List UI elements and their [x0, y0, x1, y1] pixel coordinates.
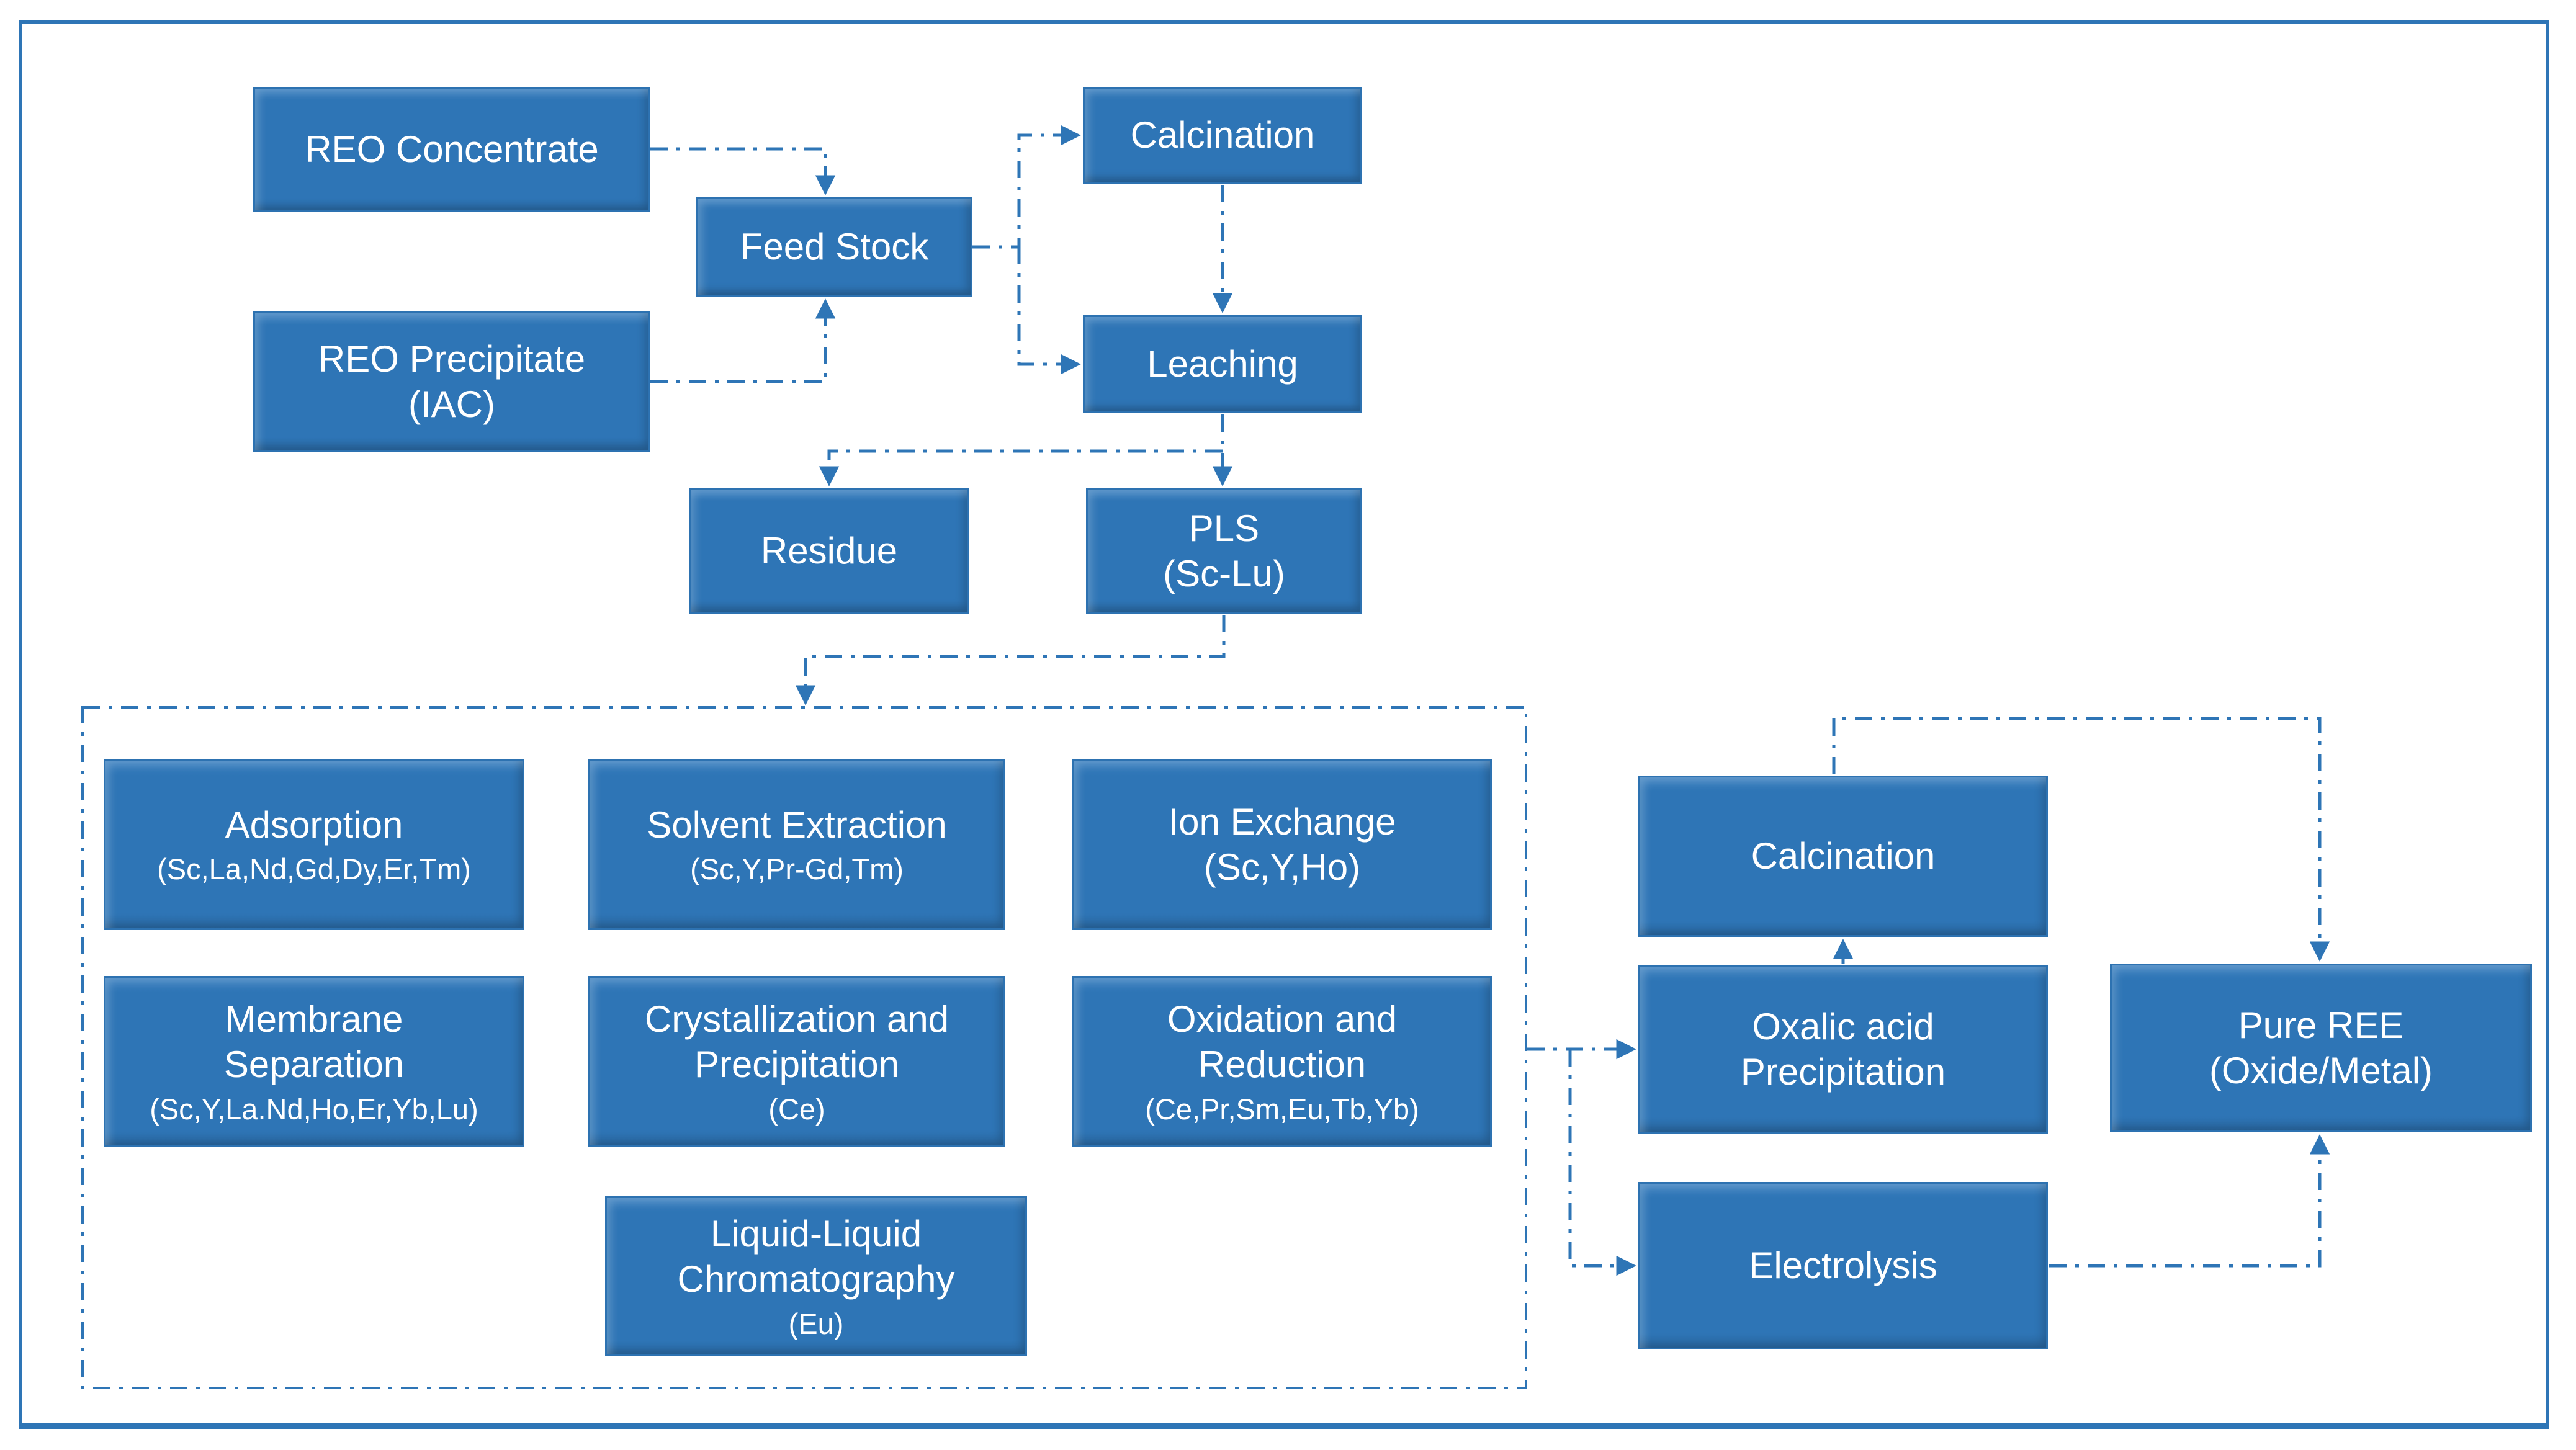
node-label: REO Concentrate [305, 128, 599, 171]
connector-reo-precipitate-to-feed-stock [650, 298, 836, 383]
node-label2: Separation [223, 1044, 405, 1086]
node-oxalic-acid-precipitation: Oxalic acid Precipitation [1638, 965, 2048, 1134]
node-label: Feed Stock [740, 226, 929, 268]
connector-pls-to-separation-group [795, 615, 1226, 705]
node-pure-ree: Pure REE (Oxide/Metal) [2110, 964, 2532, 1132]
node-solvent-extraction: Solvent Extraction (Sc,Y,Pr-Gd,Tm) [588, 759, 1005, 930]
node-label2: (Sc-Lu) [1163, 553, 1285, 594]
node-label2: Chromatography [677, 1258, 955, 1300]
connector-calcination-to-pure-ree [1832, 717, 2330, 962]
node-label: Crystallization and [644, 998, 949, 1041]
separation-methods-group [81, 706, 1527, 1389]
node-label: Residue [760, 530, 898, 572]
node-label: Liquid-Liquid [710, 1213, 922, 1255]
node-reo-concentrate: REO Concentrate [253, 87, 650, 212]
node-label: Calcination [1751, 835, 1936, 877]
node-label2: Reduction [1198, 1044, 1367, 1086]
node-label: Oxalic acid [1752, 1005, 1934, 1047]
node-liquid-liquid-chromatography: Liquid-Liquid Chromatography (Eu) [605, 1196, 1027, 1356]
node-label2: (IAC) [408, 383, 495, 425]
node-adsorption: Adsorption (Sc,La,Nd,Gd,Dy,Er,Tm) [104, 759, 524, 930]
node-calcination-final: Calcination [1638, 776, 2048, 937]
node-oxidation-reduction: Oxidation and Reduction (Ce,Pr,Sm,Eu,Tb,… [1072, 976, 1492, 1147]
node-residue: Residue [689, 488, 969, 614]
node-calcination: Calcination [1083, 87, 1362, 184]
node-feed-stock: Feed Stock [696, 197, 972, 297]
node-label: REO Precipitate [318, 338, 586, 380]
node-label: Adsorption [225, 803, 403, 846]
node-label: Calcination [1130, 114, 1315, 156]
connector-electrolysis-to-pure-ree [2049, 1134, 2330, 1268]
node-label: Solvent Extraction [647, 803, 947, 846]
node-label2: Precipitation [1740, 1051, 1946, 1093]
node-label: PLS [1188, 507, 1260, 549]
node-elements: (Eu) [788, 1307, 844, 1340]
connector-group-to-electrolysis [1568, 1049, 1636, 1276]
page-border [19, 20, 2549, 1429]
node-label: Membrane [225, 998, 403, 1041]
node-membrane-separation: Membrane Separation (Sc,Y,La.Nd,Ho,Er,Yb… [104, 976, 524, 1147]
node-label: Pure REE [2238, 1004, 2404, 1046]
node-ion-exchange: Ion Exchange (Sc,Y,Ho) [1072, 759, 1492, 930]
node-elements: (Sc,Y,Pr-Gd,Tm) [690, 852, 904, 885]
node-label: Ion Exchange [1168, 800, 1396, 843]
node-label: Leaching [1147, 343, 1298, 385]
node-label2: Precipitation [694, 1044, 900, 1086]
node-label2: (Sc,Y,Ho) [1203, 846, 1361, 888]
node-elements: (Ce) [768, 1092, 825, 1126]
node-leaching: Leaching [1083, 315, 1362, 413]
node-pls: PLS (Sc-Lu) [1086, 488, 1362, 614]
node-elements: (Sc,Y,La.Nd,Ho,Er,Yb,Lu) [150, 1092, 478, 1126]
node-label: Oxidation and [1167, 998, 1398, 1041]
node-reo-precipitate: REO Precipitate (IAC) [253, 311, 650, 452]
node-label: Electrolysis [1749, 1245, 1937, 1287]
connector-leaching-to-residue [819, 449, 1223, 486]
connector-feed-stock-to-leaching [1017, 247, 1081, 375]
node-elements: (Sc,La,Nd,Gd,Dy,Er,Tm) [157, 852, 471, 885]
connector-feed-stock-to-calcination [972, 125, 1081, 249]
connector-reo-concentrate-to-feed-stock [650, 147, 836, 195]
node-crystallization-precipitation: Crystallization and Precipitation (Ce) [588, 976, 1005, 1147]
node-electrolysis: Electrolysis [1638, 1182, 2048, 1349]
node-label2: (Oxide/Metal) [2209, 1050, 2433, 1091]
node-elements: (Ce,Pr,Sm,Eu,Tb,Yb) [1145, 1092, 1419, 1126]
